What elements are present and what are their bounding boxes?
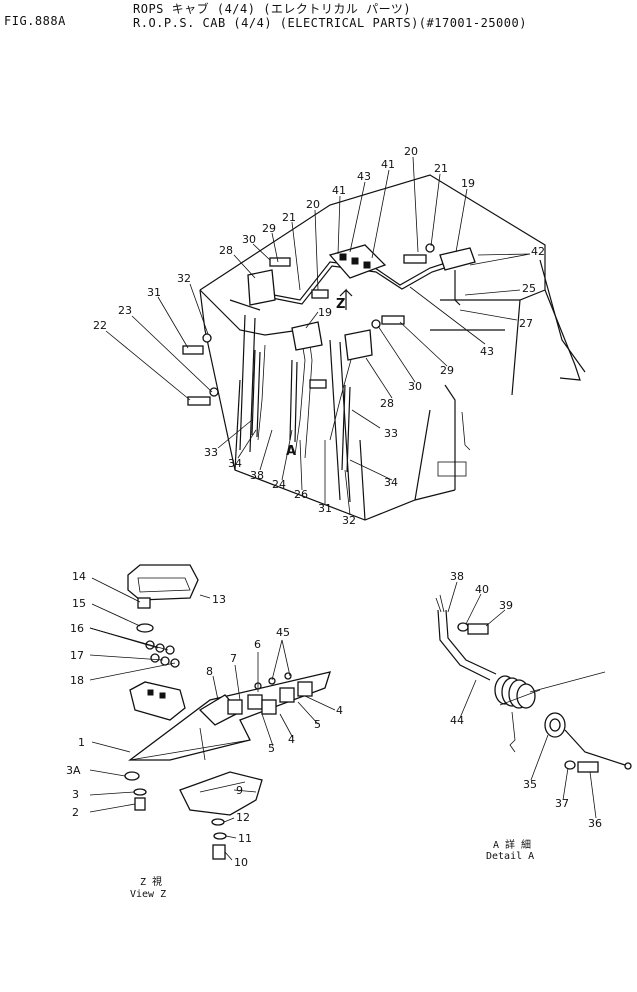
- callout-label: 35: [523, 778, 537, 791]
- callout-label: 32: [177, 272, 191, 285]
- main-leaders: [105, 156, 531, 516]
- title-english: R.O.P.S. CAB (4/4) (ELECTRICAL PARTS)(#1…: [133, 16, 527, 30]
- callout-label: 19: [461, 177, 475, 190]
- callout-label: 14: [72, 570, 86, 583]
- callout-label: 22: [93, 319, 107, 332]
- callout-label: 39: [499, 599, 513, 612]
- bolt-31: [182, 333, 212, 355]
- detail-a-callouts: 38 40 39 44 35 37 36 A 詳 細 Detail A: [450, 570, 602, 862]
- callout-label: A: [286, 444, 296, 459]
- callout-label: 33: [204, 446, 218, 459]
- callout-label: 40: [475, 583, 489, 596]
- callout-label: 21: [434, 162, 448, 175]
- callout-label: 29: [262, 222, 276, 235]
- callout-label: 23: [118, 304, 132, 317]
- detail-a-caption-en: Detail A: [486, 851, 534, 862]
- callout-label: 1: [78, 736, 85, 749]
- bolt-29: [371, 315, 405, 329]
- callout-label: 18: [70, 674, 84, 687]
- callout-label: 13: [212, 593, 226, 606]
- callout-label: 43: [357, 170, 371, 183]
- callout-label: 28: [219, 244, 233, 257]
- callout-label: 7: [230, 652, 237, 665]
- callout-label: 34: [228, 457, 242, 470]
- callout-label: 34: [384, 476, 398, 489]
- callout-label: 29: [440, 364, 454, 377]
- callout-label: 21: [282, 211, 296, 224]
- callout-label: 9: [236, 784, 243, 797]
- view-z-callouts: 14 13 15 16 17 18 45 6 7 8 4 5 1 5 4 3A …: [66, 570, 343, 900]
- figure-number: FIG.888A: [4, 14, 66, 28]
- callout-label: 20: [306, 198, 320, 211]
- view-z-leaders: [89, 577, 336, 861]
- callout-label: 10: [234, 856, 248, 869]
- callout-label: 24: [272, 478, 286, 491]
- callout-label: 38: [250, 469, 264, 482]
- callout-label: 15: [72, 597, 86, 610]
- callout-label: 44: [450, 714, 464, 727]
- callout-label: 41: [381, 158, 395, 171]
- callout-label: 11: [238, 832, 252, 845]
- callout-label: 5: [268, 742, 275, 755]
- callout-label: 17: [70, 649, 84, 662]
- callout-label: 28: [380, 397, 394, 410]
- detail-a-caption-jp: A 詳 細: [493, 838, 531, 851]
- callout-label: 3A: [66, 764, 81, 777]
- callout-label: 30: [408, 380, 422, 393]
- callout-label: 32: [342, 514, 356, 527]
- callout-label: 4: [336, 704, 343, 717]
- callout-label: 4: [288, 733, 295, 746]
- callout-label: 3: [72, 788, 79, 801]
- callout-label: 12: [236, 811, 250, 824]
- callout-label: 37: [555, 797, 569, 810]
- view-z-caption-jp: Z 視: [140, 875, 162, 888]
- callout-label: 31: [147, 286, 161, 299]
- callout-label: 31: [318, 502, 332, 515]
- bolt-20: [403, 243, 435, 264]
- bolt-22: [187, 387, 219, 406]
- callout-label: 43: [480, 345, 494, 358]
- view-z-caption-en: View Z: [130, 889, 166, 900]
- callout-label: 36: [588, 817, 602, 830]
- callout-label: 42: [531, 245, 545, 258]
- callout-label: 41: [332, 184, 346, 197]
- mounting-brackets: [182, 243, 476, 473]
- callout-label: 19: [318, 306, 332, 319]
- callout-label: 16: [70, 622, 84, 635]
- callout-label: 45: [276, 626, 290, 639]
- callout-label: 27: [519, 317, 533, 330]
- callout-label: 38: [450, 570, 464, 583]
- callout-label: 8: [206, 665, 213, 678]
- view-z-assembly: [124, 564, 331, 860]
- callout-label: 20: [404, 145, 418, 158]
- callout-label: 30: [242, 233, 256, 246]
- callout-label: 2: [72, 806, 79, 819]
- callout-label: 26: [294, 488, 308, 501]
- detail-a-assembly: [435, 594, 632, 773]
- callout-label: 6: [254, 638, 261, 651]
- callout-label: 25: [522, 282, 536, 295]
- callout-label: 33: [384, 427, 398, 440]
- title-japanese: ROPS キャブ (4/4) (エレクトリカル パーツ): [133, 2, 412, 16]
- view-z-arrow: [339, 288, 353, 310]
- callout-label: 5: [314, 718, 321, 731]
- detail-a-leaders: [447, 581, 597, 819]
- main-callouts: 20 21 41 43 19 41 29 21 20 30 28 42 32 2…: [93, 145, 545, 527]
- callout-label: Z: [336, 297, 345, 312]
